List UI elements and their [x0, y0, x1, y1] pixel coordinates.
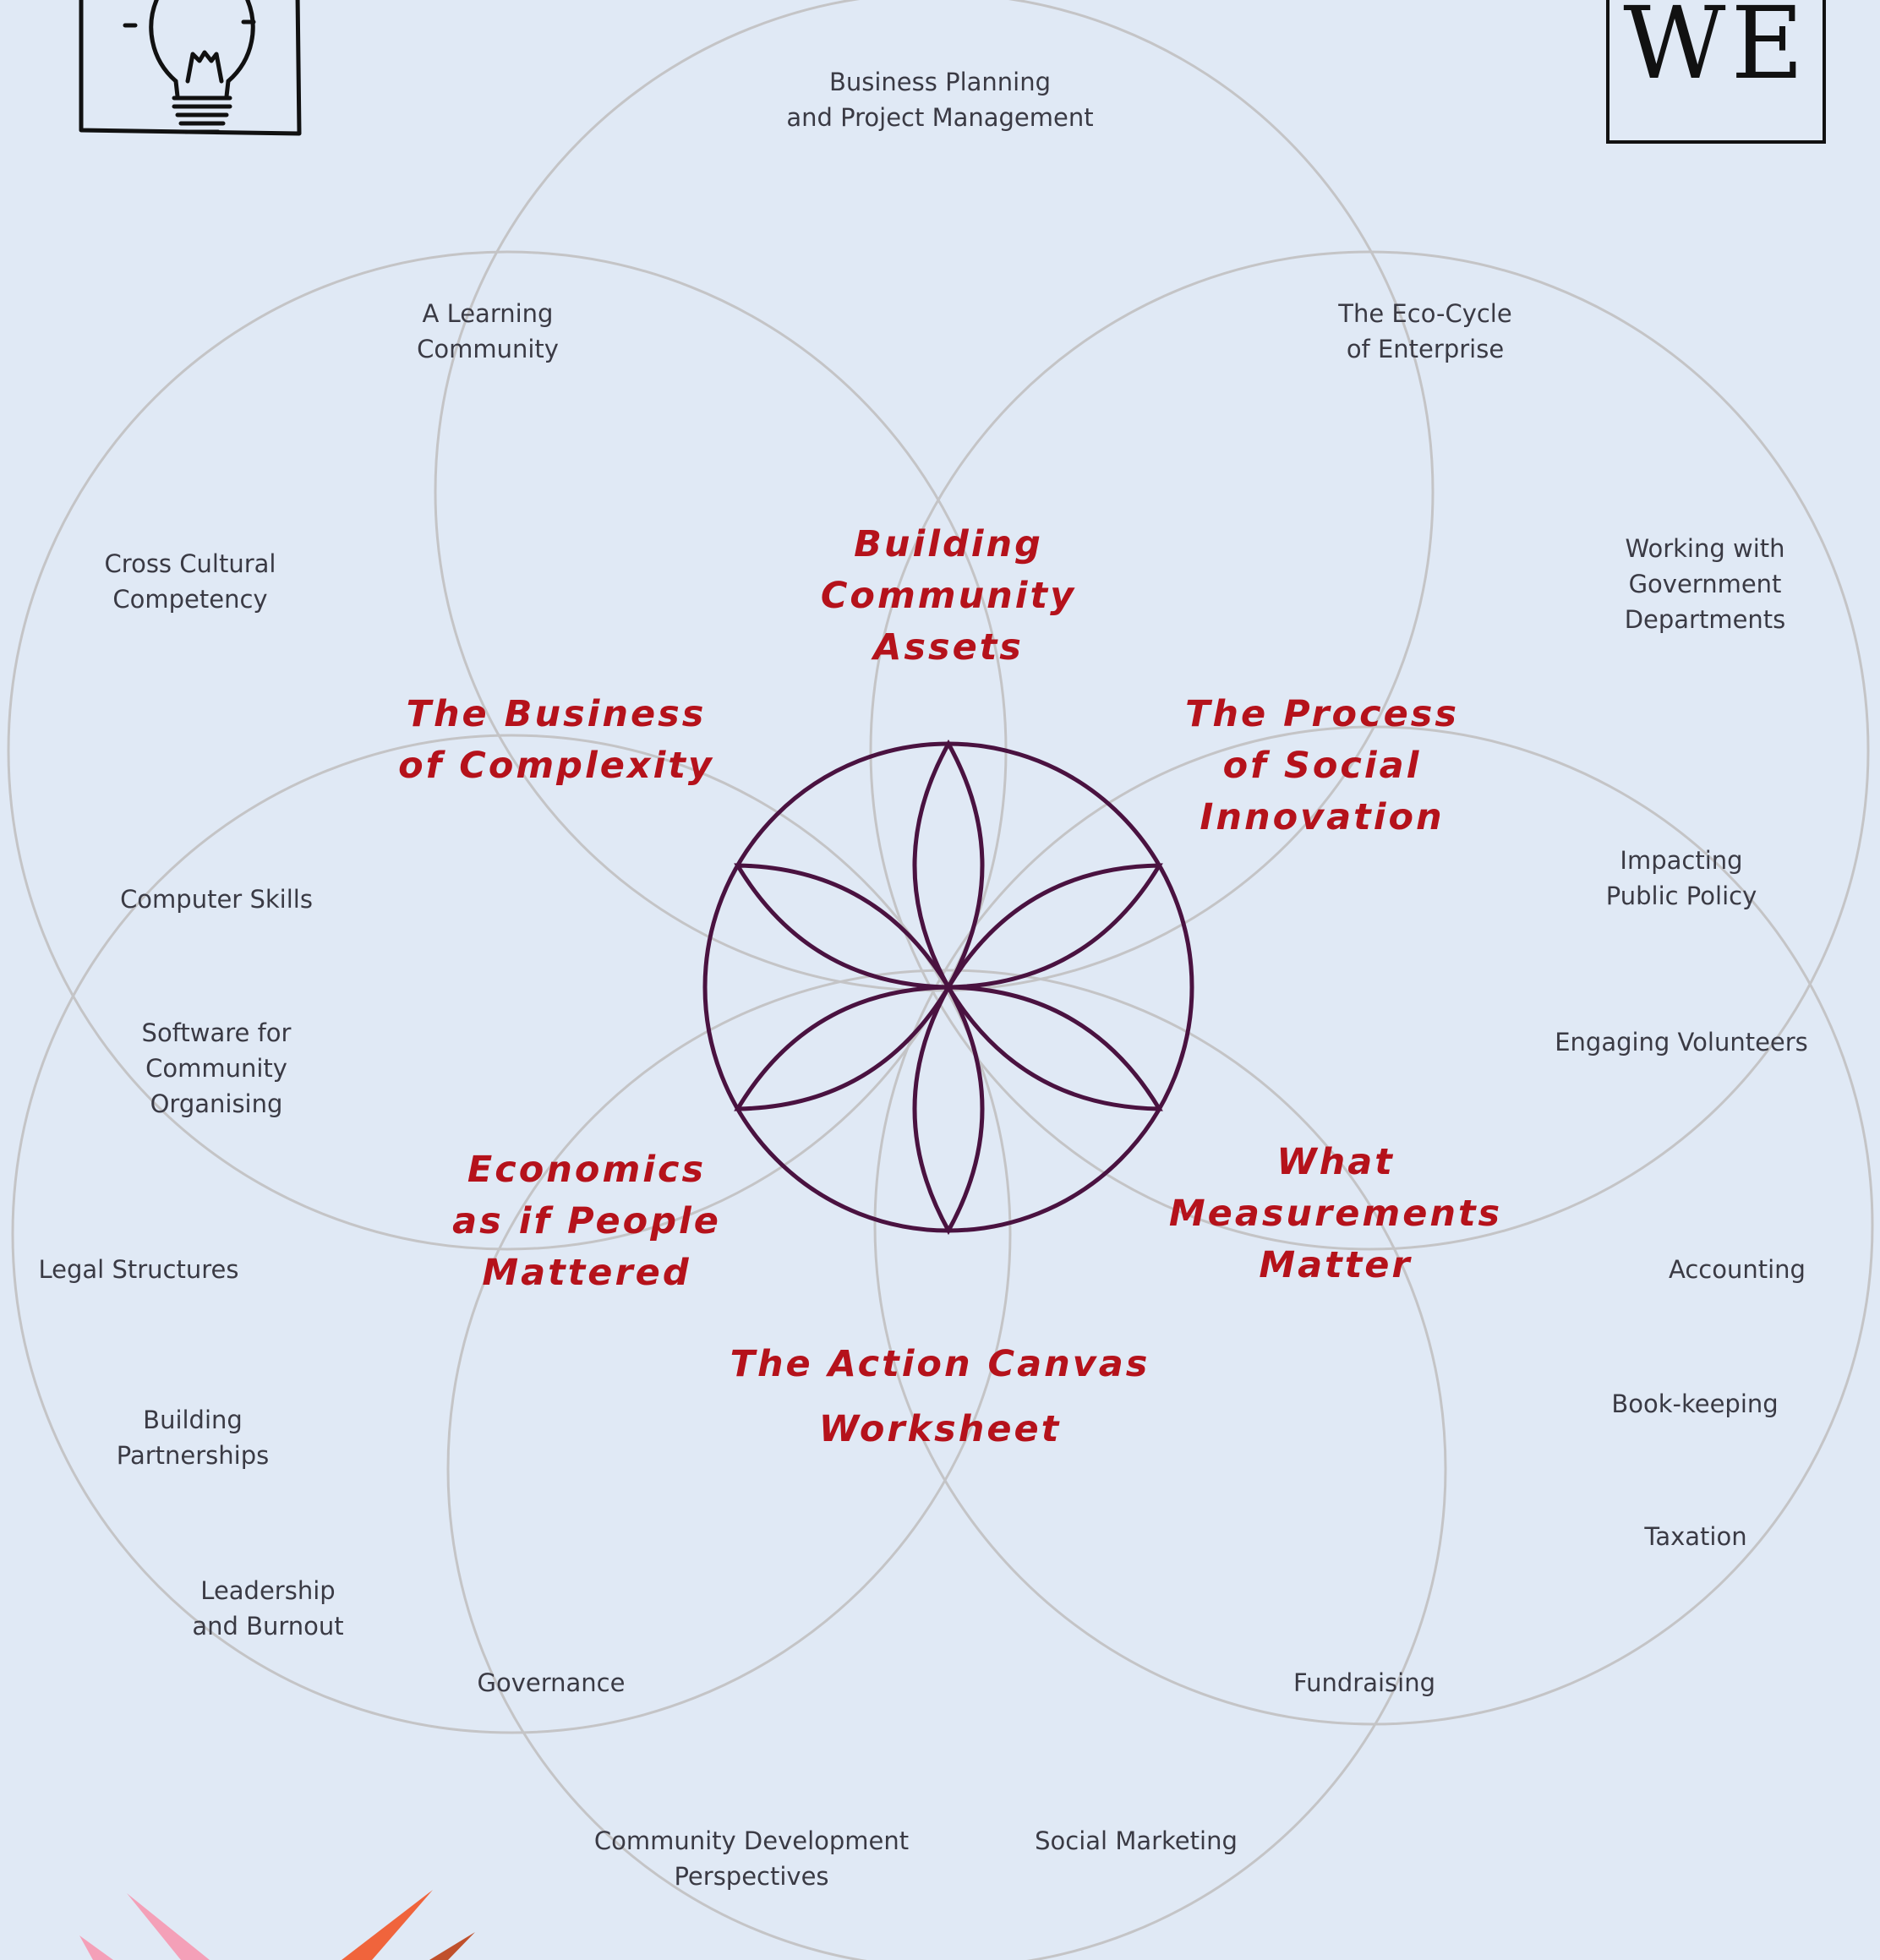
decorative-corner-shapes — [79, 1890, 475, 1960]
topic-eco-cycle: The Eco-Cycle of Enterprise — [1338, 299, 1512, 363]
topic-cross-cultural: Cross Cultural Competency — [104, 549, 276, 614]
we-logo-text: WE — [1623, 0, 1809, 101]
flower-petal — [734, 985, 953, 1111]
topic-volunteers: Engaging Volunteers — [1555, 1028, 1808, 1056]
flower-petal — [944, 985, 1163, 1111]
topic-legal: Legal Structures — [38, 1255, 239, 1284]
flower-petal — [734, 863, 953, 990]
topic-bookkeeping: Book-keeping — [1611, 1389, 1779, 1418]
theme-what-measurements-matter: What Measurements Matter — [1168, 1141, 1503, 1286]
topic-community-development: Community Development Perspectives — [593, 1826, 910, 1891]
topic-business-planning: Business Planning and Project Management — [786, 68, 1094, 132]
flower-petal — [912, 739, 985, 992]
topic-partnerships: Building Partnerships — [116, 1406, 270, 1470]
topic-computer-skills: Computer Skills — [120, 885, 313, 914]
topic-governance: Governance — [477, 1668, 626, 1697]
topic-leadership: Leadership and Burnout — [192, 1576, 344, 1641]
topic-software: Software for Community Organising — [141, 1018, 292, 1118]
topic-taxation: Taxation — [1644, 1522, 1747, 1551]
circle-bottom — [446, 969, 1447, 1960]
lightbulb-icon — [79, 0, 302, 136]
circle-upper-right — [869, 250, 1870, 1251]
topic-public-policy: Impacting Public Policy — [1605, 846, 1757, 910]
topic-learning-community: A Learning Community — [417, 299, 559, 363]
topic-social-marketing: Social Marketing — [1035, 1826, 1238, 1855]
theme-process-of-social-innovation: The Process of Social Innovation — [1185, 693, 1459, 838]
pink-shard — [127, 1893, 210, 1960]
orange-shard — [342, 1890, 433, 1960]
theme-action-canvas-worksheet: The Action Canvas Worksheet — [730, 1343, 1150, 1450]
flower-of-life-icon — [702, 739, 1194, 1236]
topic-fundraising: Fundraising — [1293, 1668, 1435, 1697]
circle-lower-left — [11, 734, 1012, 1734]
we-logo: WE — [1606, 0, 1826, 144]
theme-economics-as-if-people-mattered: Economics as if People Mattered — [452, 1149, 721, 1294]
circle-lower-right — [873, 725, 1874, 1726]
theme-building-community-assets: Building Community Assets — [820, 523, 1077, 669]
flower-petal — [912, 982, 985, 1236]
brown-shard — [429, 1932, 475, 1960]
flower-petal — [944, 863, 1163, 990]
topic-accounting: Accounting — [1669, 1255, 1806, 1284]
theme-business-of-complexity: The Business of Complexity — [398, 693, 714, 787]
pink-shard-small — [79, 1935, 113, 1960]
topic-government: Working with Government Departments — [1624, 534, 1786, 634]
